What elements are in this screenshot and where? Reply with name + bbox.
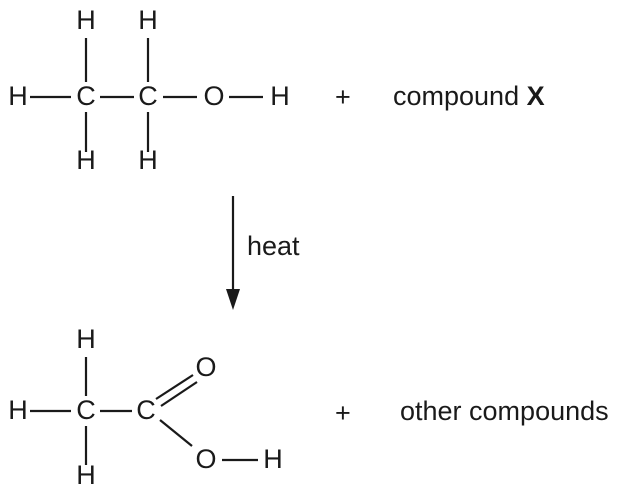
arrowhead-icon bbox=[226, 289, 240, 310]
atom-h: H bbox=[138, 145, 158, 175]
atom-h: H bbox=[263, 444, 283, 474]
atom-c: C bbox=[76, 81, 96, 111]
atom-h: H bbox=[270, 81, 290, 111]
ethanoic-acid-structure: H C C O O H H H bbox=[8, 324, 283, 490]
atom-o: O bbox=[203, 81, 224, 111]
reagent-prefix: compound bbox=[393, 81, 519, 111]
condition-label: heat bbox=[247, 231, 300, 261]
bond-c-o-double-a bbox=[155, 374, 194, 400]
atom-h: H bbox=[138, 5, 158, 35]
atom-h: H bbox=[76, 324, 96, 354]
atom-h: H bbox=[76, 460, 96, 490]
bond-c-o-double-b bbox=[160, 381, 198, 407]
bond-c-oh bbox=[159, 419, 193, 447]
atom-h: H bbox=[8, 395, 28, 425]
atom-c: C bbox=[76, 395, 96, 425]
reaction-arrow bbox=[226, 196, 240, 310]
atom-h: H bbox=[76, 5, 96, 35]
atom-h: H bbox=[8, 81, 28, 111]
atom-c: C bbox=[138, 81, 158, 111]
atom-c: C bbox=[136, 395, 156, 425]
other-products-label: other compounds bbox=[400, 396, 609, 426]
atom-o: O bbox=[195, 352, 216, 382]
ethanol-structure: H C C O H H H H H bbox=[8, 5, 290, 175]
reagent-name: X bbox=[527, 81, 545, 111]
atom-h: H bbox=[76, 145, 96, 175]
plus-sign: + bbox=[335, 398, 351, 428]
plus-sign: + bbox=[335, 82, 351, 112]
reagent-label: compound X bbox=[393, 81, 545, 111]
atom-o: O bbox=[195, 444, 216, 474]
